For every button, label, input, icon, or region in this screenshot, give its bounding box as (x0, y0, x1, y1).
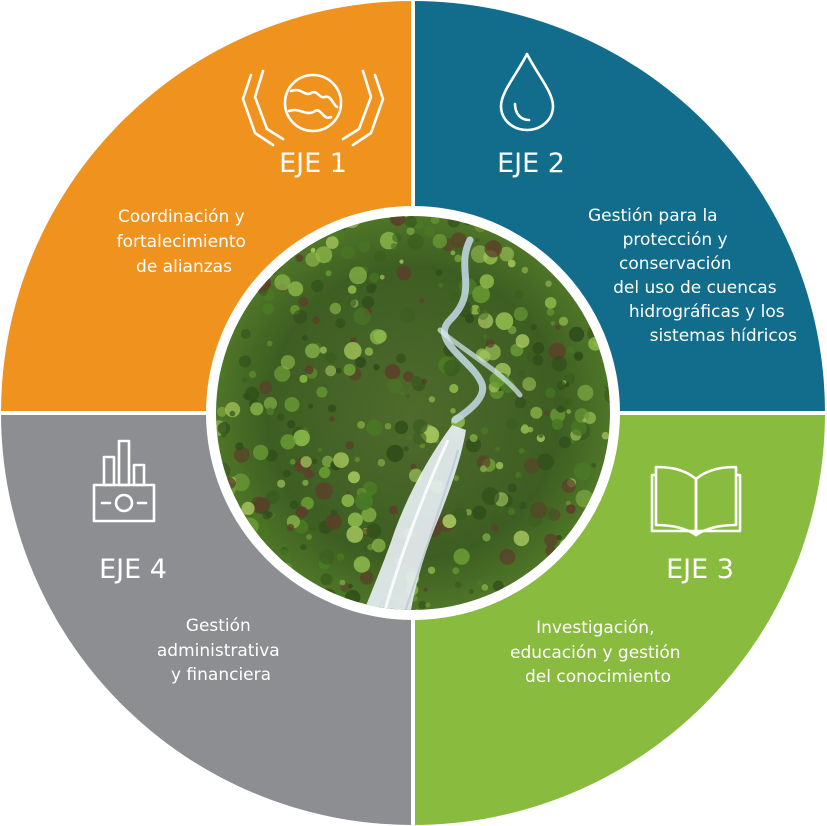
open-book-icon (650, 465, 742, 537)
waterfall-forest-photo (216, 216, 610, 610)
eje3-label: EJE 3 (666, 554, 734, 585)
eje3-description: Investigación, educación y gestión del c… (510, 618, 686, 687)
eje4-description: Gestión administrativa y financiera (157, 616, 285, 685)
money-chart-icon (92, 439, 156, 523)
eje4-label: EJE 4 (99, 554, 167, 585)
water-drop-icon (499, 52, 555, 132)
eje1-label: EJE 1 (279, 148, 347, 179)
eje1-description: Coordinación y fortalecimiento de alianz… (117, 207, 252, 277)
hands-globe-icon (241, 69, 385, 147)
eje2-label: EJE 2 (497, 148, 565, 179)
eje2-description: Gestión para la protección y conservació… (588, 206, 797, 346)
